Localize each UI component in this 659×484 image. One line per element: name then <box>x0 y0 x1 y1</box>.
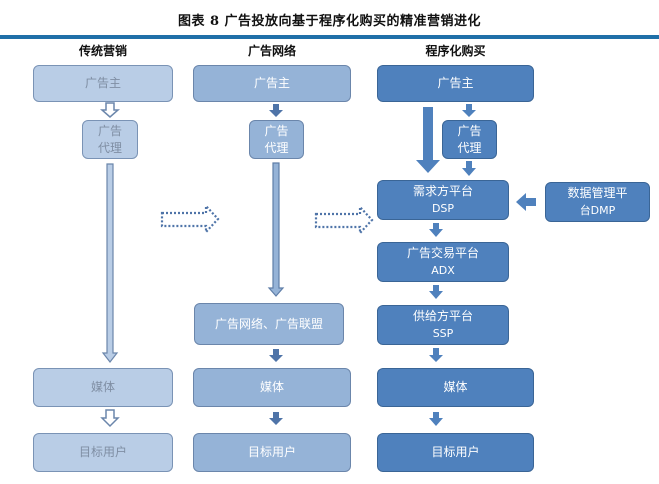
col3-adx-node: 广告交易平台 ADX <box>377 242 509 282</box>
col1-advertiser-label: 广告主 <box>84 76 121 90</box>
col3-advertiser-label: 广告主 <box>437 76 474 90</box>
col3-target-users-node: 目标用户 <box>377 433 534 472</box>
column-heading-programmatic: 程序化购买 <box>425 44 486 58</box>
col2-target-users-label: 目标用户 <box>247 445 296 459</box>
arrow-col2-media-to-users <box>269 412 283 425</box>
col3-ssp-node: 供给方平台 SSP <box>377 305 509 345</box>
arrow-col3-advertiser-to-dsp <box>416 107 440 173</box>
col3-dsp-label-line2: DSP <box>431 202 455 215</box>
title-rule <box>0 35 659 39</box>
col2-advertiser-node: 广告主 <box>193 65 351 102</box>
col2-ad-network-label: 广告网络、广告联盟 <box>214 316 323 331</box>
col3-adx-label-line2: ADX <box>431 264 455 277</box>
arrow-col2-agency-to-network <box>267 162 285 297</box>
arrow-col3-media-to-users <box>429 412 443 426</box>
col2-ad-network-node: 广告网络、广告联盟 <box>194 303 344 345</box>
arrow-col3-ssp-to-media <box>429 348 443 362</box>
dotted-arrow-network-to-programmatic <box>314 204 374 236</box>
col2-media-label: 媒体 <box>259 380 284 394</box>
col2-target-users-node: 目标用户 <box>193 433 351 472</box>
figure-title: 图表 8 广告投放向基于程序化购买的精准营销进化 <box>177 14 482 29</box>
col3-advertiser-node: 广告主 <box>377 65 534 102</box>
col3-dmp-node: 数据管理平 台DMP <box>545 182 650 222</box>
arrow-col2-advertiser-to-agency <box>269 104 283 117</box>
col2-media-node: 媒体 <box>193 368 351 407</box>
col3-ssp-label-line2: SSP <box>432 327 454 340</box>
dotted-arrow-traditional-to-network <box>160 203 220 235</box>
arrow-col1-media-to-users <box>100 409 120 428</box>
column-heading-traditional: 传统营销 <box>78 44 127 58</box>
col1-agency-label-line1: 广告 <box>97 123 122 138</box>
col3-media-node: 媒体 <box>377 368 534 407</box>
col3-dsp-label-line1: 需求方平台 <box>412 184 473 198</box>
column-heading-ad-network: 广告网络 <box>247 44 296 58</box>
col2-advertiser-label: 广告主 <box>253 76 290 90</box>
col3-agency-node: 广告 代理 <box>442 120 497 159</box>
arrow-col1-advertiser-to-agency <box>100 102 120 118</box>
col1-advertiser-node: 广告主 <box>33 65 173 102</box>
col2-agency-label-line1: 广告 <box>264 123 289 138</box>
col1-media-node: 媒体 <box>33 368 173 407</box>
arrow-col1-agency-to-media <box>101 163 119 363</box>
col1-agency-node: 广告 代理 <box>82 120 138 159</box>
col3-dmp-label-line1: 数据管理平 <box>567 186 628 200</box>
col3-agency-label-line1: 广告 <box>457 123 482 138</box>
col3-dsp-node: 需求方平台 DSP <box>377 180 509 220</box>
arrow-col3-adx-to-ssp <box>429 285 443 299</box>
col3-ssp-label-line1: 供给方平台 <box>412 309 473 323</box>
col1-agency-label-line2: 代理 <box>97 140 122 155</box>
col3-media-label: 媒体 <box>443 380 468 394</box>
arrow-col3-dmp-to-dsp <box>516 193 536 211</box>
col1-target-users-node: 目标用户 <box>33 433 173 472</box>
col1-media-label: 媒体 <box>90 380 115 394</box>
col3-agency-label-line2: 代理 <box>457 140 482 155</box>
col3-adx-label-line1: 广告交易平台 <box>406 246 479 260</box>
col3-target-users-label: 目标用户 <box>431 445 480 459</box>
col3-dmp-label-line2: 台DMP <box>579 204 616 217</box>
col2-agency-label-line2: 代理 <box>264 140 289 155</box>
arrow-col2-network-to-media <box>269 349 283 362</box>
arrow-col3-agency-to-dsp <box>462 161 476 176</box>
arrow-col3-advertiser-to-agency <box>462 104 476 117</box>
col2-agency-node: 广告 代理 <box>249 120 304 159</box>
col1-target-users-label: 目标用户 <box>78 445 127 459</box>
arrow-col3-dsp-to-adx <box>429 223 443 237</box>
